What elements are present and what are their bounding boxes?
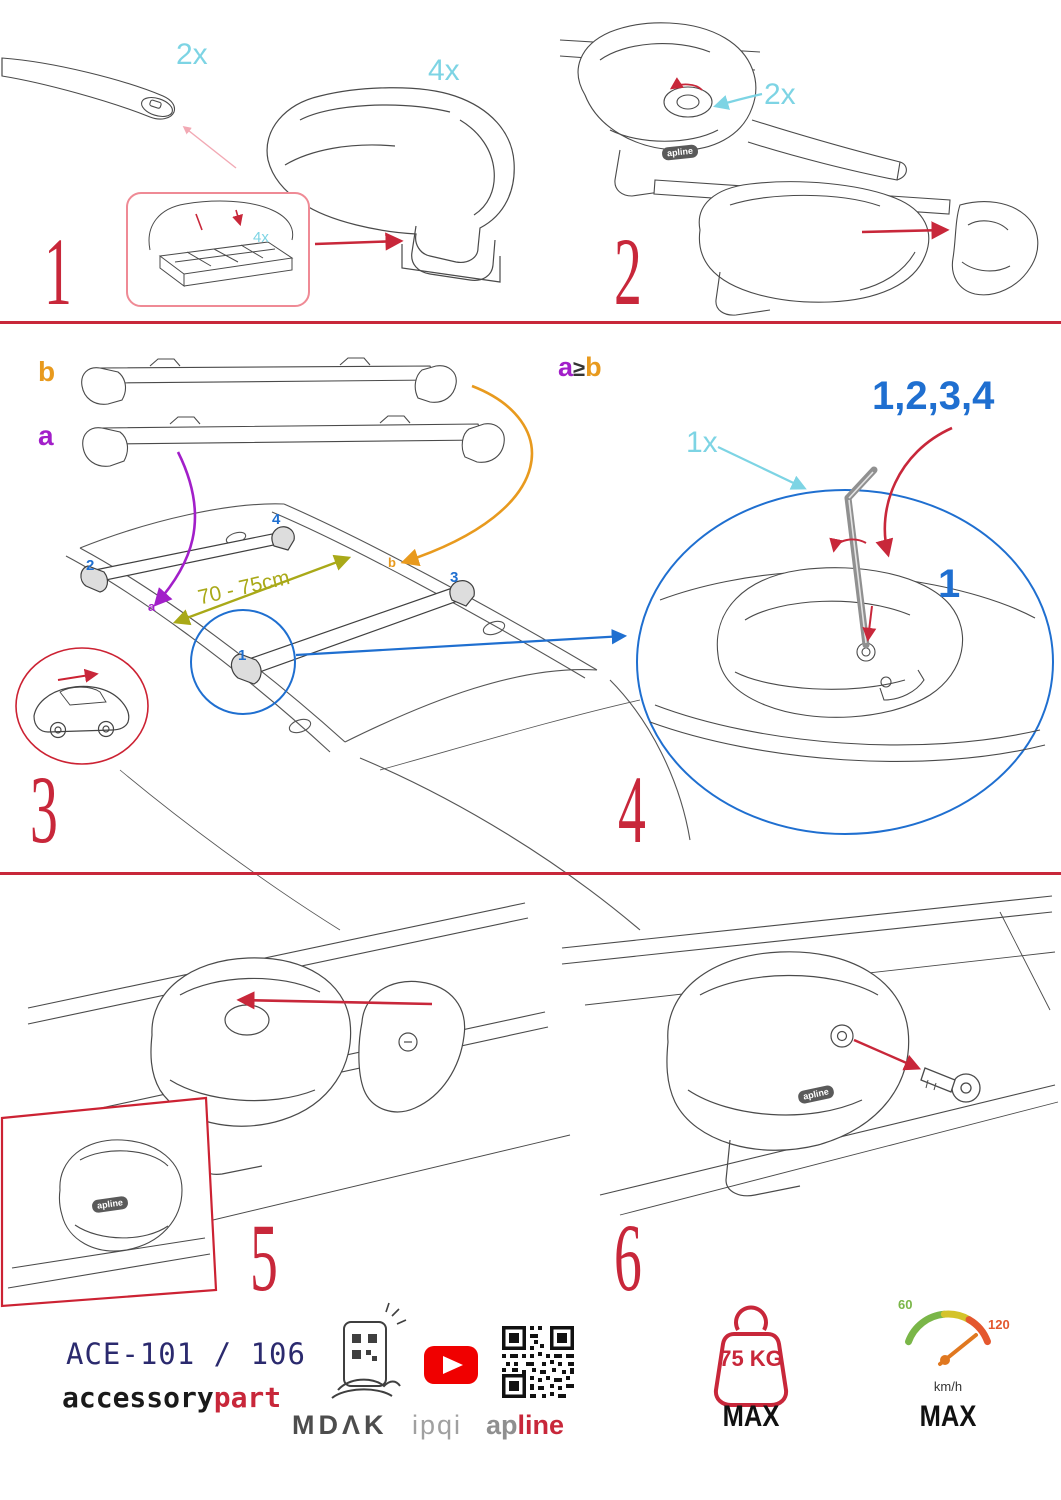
step1-number: 1 xyxy=(44,218,72,325)
cond-b: b xyxy=(585,352,602,382)
step4-tool-qty-arrow xyxy=(717,446,807,490)
section-divider-1 xyxy=(0,321,1061,324)
max-speed-label: MAX xyxy=(919,1400,977,1433)
position-1-label: 1 xyxy=(238,647,247,664)
step3-a-arrow xyxy=(153,451,197,607)
step3-roof-drawing xyxy=(65,503,691,931)
apline-line: line xyxy=(517,1410,565,1440)
apline-ap: ap xyxy=(486,1410,518,1440)
step4-number: 4 xyxy=(618,756,646,863)
brand-accessory: accessory xyxy=(62,1381,214,1414)
step1-pad-inset xyxy=(126,192,310,307)
step3-detail-circle xyxy=(190,609,296,715)
step1-foot-qty-label: 4x xyxy=(428,54,460,87)
step2-knob-rotate-arrow xyxy=(669,77,703,91)
step6-number: 6 xyxy=(614,1204,642,1311)
step5-cover-arrow xyxy=(236,991,433,1010)
greater-equal-icon: ≥ xyxy=(573,356,586,381)
section-divider-2 xyxy=(0,872,1061,875)
qr-code-icon xyxy=(502,1326,574,1398)
speed-high-label: 120 xyxy=(988,1317,1010,1332)
step6-key-arrow xyxy=(853,1038,922,1071)
max-weight-icon xyxy=(713,1305,789,1407)
bar-a-label: a xyxy=(38,420,54,451)
brand-part: part xyxy=(213,1381,282,1414)
speed-unit-label: km/h xyxy=(933,1379,963,1394)
ipqi-logo: ipqi xyxy=(412,1410,463,1440)
step4-rotate-arrow xyxy=(829,537,867,553)
step1-bar-qty-label: 2x xyxy=(176,38,208,71)
step5-number: 5 xyxy=(250,1204,278,1311)
step3-b-arrow xyxy=(400,384,534,567)
allen-key-drawing xyxy=(844,466,878,649)
step4-order-arrow xyxy=(875,426,953,558)
bar-b-label: b xyxy=(38,356,56,387)
step3-distance-arrow xyxy=(172,554,352,626)
step3-number: 3 xyxy=(30,756,58,863)
step2-upper-foot-drawing xyxy=(559,22,907,197)
cond-a: a xyxy=(558,352,574,382)
step1-pad-qty-label: 4x xyxy=(253,229,269,246)
position-4-label: 4 xyxy=(272,511,281,528)
step1-foot-drawing xyxy=(266,87,515,283)
step2-knob-qty-label: 2x xyxy=(764,78,796,111)
step1-pointer-arrow xyxy=(182,125,237,169)
step3-car-inset xyxy=(15,647,149,765)
step3-mounted-bars-drawing xyxy=(80,526,475,685)
position-a-label: a xyxy=(148,599,156,614)
step1-crossbar-drawing xyxy=(1,57,176,120)
first-position-label: 1 xyxy=(938,562,961,606)
speedometer-icon xyxy=(905,1310,991,1366)
key-drawing xyxy=(920,1067,981,1103)
a-greater-equal-b-label: a≥b xyxy=(558,354,602,381)
position-3-label: 3 xyxy=(450,569,459,586)
step3-bar-a-drawing xyxy=(82,415,505,467)
model-number: ACE-101 / 106 xyxy=(66,1337,306,1371)
step3-bar-b-drawing xyxy=(81,357,457,405)
mdak-logo: MDΛK xyxy=(292,1410,388,1440)
position-2-label: 2 xyxy=(86,557,95,574)
youtube-icon xyxy=(424,1346,478,1384)
step4-bolt-arrow xyxy=(862,605,877,642)
step6-foot-drawing xyxy=(666,951,910,1197)
speed-low-label: 60 xyxy=(898,1297,913,1312)
tighten-order-label: 1,2,3,4 xyxy=(872,374,995,418)
step2-endcap-arrow xyxy=(861,221,950,240)
phone-scan-icon xyxy=(331,1302,407,1399)
max-weight-label: MAX xyxy=(722,1400,780,1433)
apline-logo: apline xyxy=(486,1412,564,1439)
tool-qty-label: 1x xyxy=(686,426,718,459)
step2-lower-foot-drawing xyxy=(653,179,1039,316)
brand-wordmark: accessorypart xyxy=(62,1384,281,1412)
step2-number: 2 xyxy=(614,218,642,325)
max-weight-value: 75 KG xyxy=(719,1346,783,1371)
position-b-label: b xyxy=(388,555,396,570)
step4-foot-closeup-drawing xyxy=(649,567,1046,762)
step3-to-step4-arrow xyxy=(295,629,628,657)
step2-qty-arrow xyxy=(713,92,763,110)
step1-insert-arrow xyxy=(314,232,404,251)
